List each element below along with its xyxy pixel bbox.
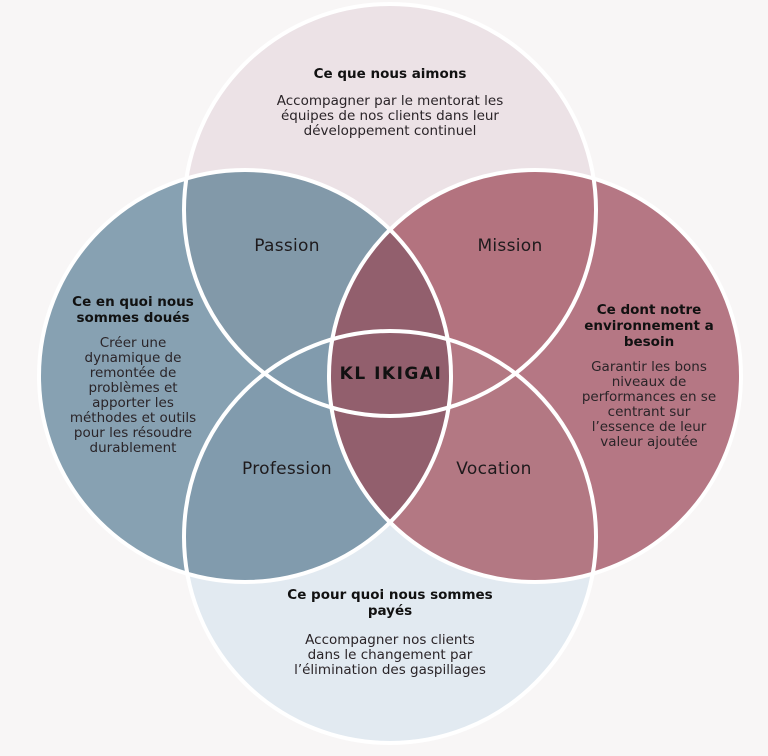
body-line: Accompagner par le mentorat les xyxy=(276,93,504,109)
body-line: durablement xyxy=(89,440,177,456)
title-line: Ce dont notre xyxy=(596,302,702,318)
body-line: apporter les xyxy=(92,395,174,411)
title-line: Ce pour quoi nous sommes xyxy=(287,587,493,603)
body-line: dans le changement par xyxy=(307,647,473,663)
center-label: KL IKIGAI xyxy=(339,364,443,384)
bottom-circle-body: Accompagner nos clients dans le changeme… xyxy=(287,633,492,678)
overlap-label-vocation: Vocation xyxy=(456,459,532,479)
left-circle-text: Ce en quoi nous sommes doués Créer une d… xyxy=(70,294,196,456)
left-circle-title: Ce en quoi nous sommes doués xyxy=(70,294,196,326)
bottom-circle-title: Ce pour quoi nous sommes payés xyxy=(287,587,492,619)
body-line: performances en se xyxy=(581,389,717,405)
body-line: l’essence de leur xyxy=(591,419,707,435)
right-circle-body: Garantir les bons niveaux de performance… xyxy=(582,360,716,450)
outline-right xyxy=(327,168,743,584)
right-circle-text: Ce dont notre environnement a besoin Gar… xyxy=(582,302,716,450)
left-circle-body: Créer une dynamique de remontée de probl… xyxy=(70,336,196,456)
title-line: sommes doués xyxy=(76,310,190,326)
body-line: Garantir les bons xyxy=(591,359,707,375)
body-line: pour les résoudre xyxy=(73,425,193,441)
body-line: problèmes et xyxy=(88,380,178,396)
body-line: l’élimination des gaspillages xyxy=(294,662,486,678)
overlap-label-passion: Passion xyxy=(254,236,320,256)
title-line: Ce en quoi nous xyxy=(72,294,194,310)
body-line: méthodes et outils xyxy=(69,410,197,426)
title-line: environnement a xyxy=(584,318,714,334)
circle-outlines xyxy=(37,2,743,745)
bottom-circle-text: Ce pour quoi nous sommes payés Accompagn… xyxy=(287,587,492,678)
overlap-label-profession: Profession xyxy=(241,459,333,479)
title-line: payés xyxy=(367,603,413,619)
top-circle-text: Ce que nous aimons Accompagner par le me… xyxy=(277,66,503,139)
right-circle-title: Ce dont notre environnement a besoin xyxy=(582,302,716,350)
overlap-label-mission: Mission xyxy=(477,236,543,256)
body-line: centrant sur xyxy=(607,404,691,420)
body-line: Créer une xyxy=(99,335,167,351)
body-line: Accompagner nos clients xyxy=(305,632,475,648)
body-line: dynamique de xyxy=(84,350,182,366)
top-circle-body: Accompagner par le mentorat les équipes … xyxy=(277,94,503,139)
body-line: valeur ajoutée xyxy=(600,434,698,450)
body-line: équipes de nos clients dans leur xyxy=(281,108,499,124)
body-line: remontée de xyxy=(89,365,177,381)
outline-bottom xyxy=(182,329,598,745)
title-line: besoin xyxy=(623,334,675,350)
top-circle-title: Ce que nous aimons xyxy=(313,66,467,82)
body-line: développement continuel xyxy=(303,123,477,139)
body-line: niveaux de xyxy=(611,374,687,390)
outline-top xyxy=(182,2,598,418)
outline-left xyxy=(37,168,453,584)
